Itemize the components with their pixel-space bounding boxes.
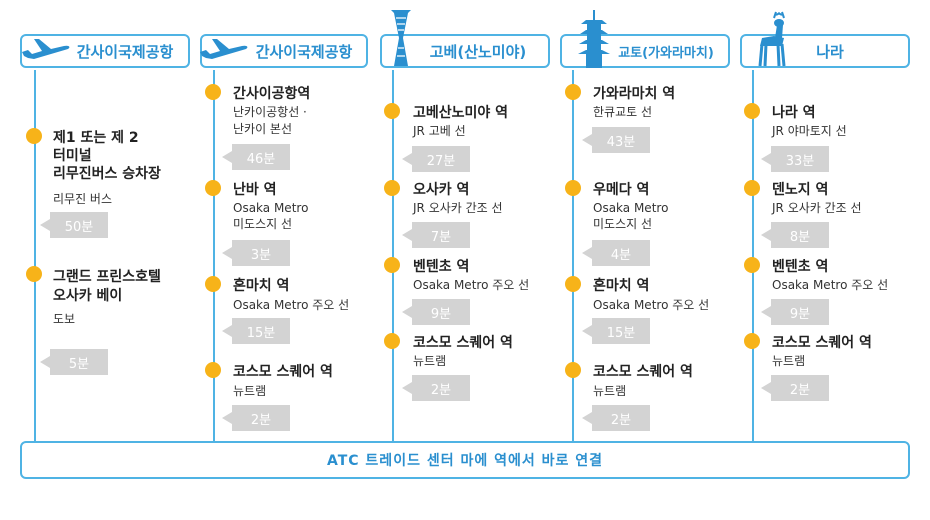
travel-time: 15분: [582, 318, 650, 344]
stop-name-1: 혼마치 역: [593, 278, 650, 294]
stop-name-1: 나라 역: [772, 105, 816, 121]
stop-name-1: 오사카 역: [413, 182, 470, 198]
route-line: [392, 70, 394, 442]
line-name: 리무진 버스: [53, 192, 113, 206]
stop-dot: [205, 180, 221, 196]
origin-header: 고베(산노미야): [380, 34, 550, 68]
stop-name-1: 가와라마치 역: [593, 86, 676, 102]
stop-dot: [565, 276, 581, 292]
line-name-1: 한큐교토 선: [593, 105, 653, 119]
travel-time: 5분: [40, 349, 108, 375]
line-name-2: 미도스지 선: [233, 217, 293, 231]
deer-icon: [758, 11, 786, 67]
travel-time: 50분: [40, 212, 108, 238]
stop-dot: [744, 103, 760, 119]
stop-dot: [744, 257, 760, 273]
stop-dot: [384, 180, 400, 196]
line-name-1: Osaka Metro: [233, 201, 309, 215]
stop-dot: [565, 180, 581, 196]
line-name-1: Osaka Metro 주오 선: [413, 278, 530, 292]
kobe-port-tower-icon: [391, 10, 411, 66]
stop-dot: [565, 84, 581, 100]
line-name-1: 난카이공항선 ·: [233, 105, 307, 119]
line-name-1: Osaka Metro 주오 선: [593, 298, 710, 312]
stop-dot: [384, 333, 400, 349]
line-name-2: 미도스지 선: [593, 217, 653, 231]
line-name-1: Osaka Metro: [593, 201, 669, 215]
origin-label: 고베(산노미야): [429, 42, 527, 61]
destination-banner: ATC 트레이드 센터 마에 역에서 바로 연결: [20, 441, 910, 479]
line-name-1: Osaka Metro 주오 선: [772, 278, 889, 292]
line-name-1: JR 고베 선: [413, 124, 466, 138]
stop-name-1: 혼마치 역: [233, 278, 290, 294]
stop-name-3: 리무진버스 승차장: [53, 166, 161, 182]
line-name-1: 뉴트램: [233, 384, 267, 398]
line-name-1: 뉴트램: [413, 354, 447, 368]
stop-dot: [565, 362, 581, 378]
stop-name-2: 오사카 베이: [53, 288, 123, 304]
travel-time: 33분: [761, 146, 829, 172]
travel-time: 2분: [402, 375, 470, 401]
stop-dot: [205, 362, 221, 378]
line-name-1: 뉴트램: [772, 354, 806, 368]
travel-time: 3분: [222, 240, 290, 266]
line-name-2: 난카이 본선: [233, 122, 293, 136]
stop-name-1: 제1 또는 제 2: [53, 130, 139, 146]
travel-time: 7분: [402, 222, 470, 248]
route-line: [572, 70, 574, 442]
stop-name-1: 우메다 역: [593, 182, 650, 198]
line-name-1: JR 오사카 간조 선: [413, 201, 503, 215]
stop-name-1: 코스모 스퀘어 역: [233, 364, 333, 380]
stop-name-1: 벤텐초 역: [413, 259, 470, 275]
travel-time: 2분: [582, 405, 650, 431]
stop-name-1: 난바 역: [233, 182, 277, 198]
stop-dot: [744, 180, 760, 196]
stop-dot: [26, 266, 42, 282]
pagoda-icon: [578, 10, 610, 68]
stop-dot: [205, 84, 221, 100]
stop-name-1: 코스모 스퀘어 역: [772, 335, 872, 351]
travel-time: 15분: [222, 318, 290, 344]
origin-label: 간사이국제공항: [76, 42, 174, 61]
origin-label: 간사이국제공항: [255, 42, 353, 61]
stop-dot: [26, 128, 42, 144]
stop-name-1: 간사이공항역: [233, 86, 311, 102]
route-line: [34, 70, 36, 442]
travel-time: 9분: [402, 299, 470, 325]
stop-dot: [205, 276, 221, 292]
travel-time: 43분: [582, 127, 650, 153]
stop-name-1: 벤텐초 역: [772, 259, 829, 275]
route-line: [213, 70, 215, 442]
stop-dot: [384, 257, 400, 273]
line-name-1: JR 야마토지 선: [772, 124, 847, 138]
travel-time: 2분: [761, 375, 829, 401]
airplane-icon: [200, 39, 248, 59]
travel-time: 46분: [222, 144, 290, 170]
stop-name-1: 코스모 스퀘어 역: [413, 335, 513, 351]
stop-name-1: 그랜드 프린스호텔: [53, 269, 161, 285]
line-name-1: JR 오사카 간조 선: [772, 201, 862, 215]
travel-time: 4분: [582, 240, 650, 266]
stop-dot: [384, 103, 400, 119]
travel-time: 8분: [761, 222, 829, 248]
travel-time: 9분: [761, 299, 829, 325]
travel-time: 27분: [402, 146, 470, 172]
stop-name-1: 코스모 스퀘어 역: [593, 364, 693, 380]
line-name: 도보: [53, 312, 76, 326]
stop-name-2: 터미널: [53, 148, 92, 164]
destination-label: ATC 트레이드 센터 마에 역에서 바로 연결: [326, 453, 603, 469]
line-name-1: Osaka Metro 주오 선: [233, 298, 350, 312]
airplane-icon: [22, 39, 70, 59]
origin-label: 교토(가와라마치): [618, 45, 714, 61]
stop-dot: [744, 333, 760, 349]
stop-name-1: 덴노지 역: [772, 182, 829, 198]
travel-time: 2분: [222, 405, 290, 431]
line-name-1: 뉴트램: [593, 384, 627, 398]
route-line: [752, 70, 754, 442]
stop-name-1: 고베산노미야 역: [413, 105, 509, 121]
origin-label: 나라: [816, 42, 844, 61]
